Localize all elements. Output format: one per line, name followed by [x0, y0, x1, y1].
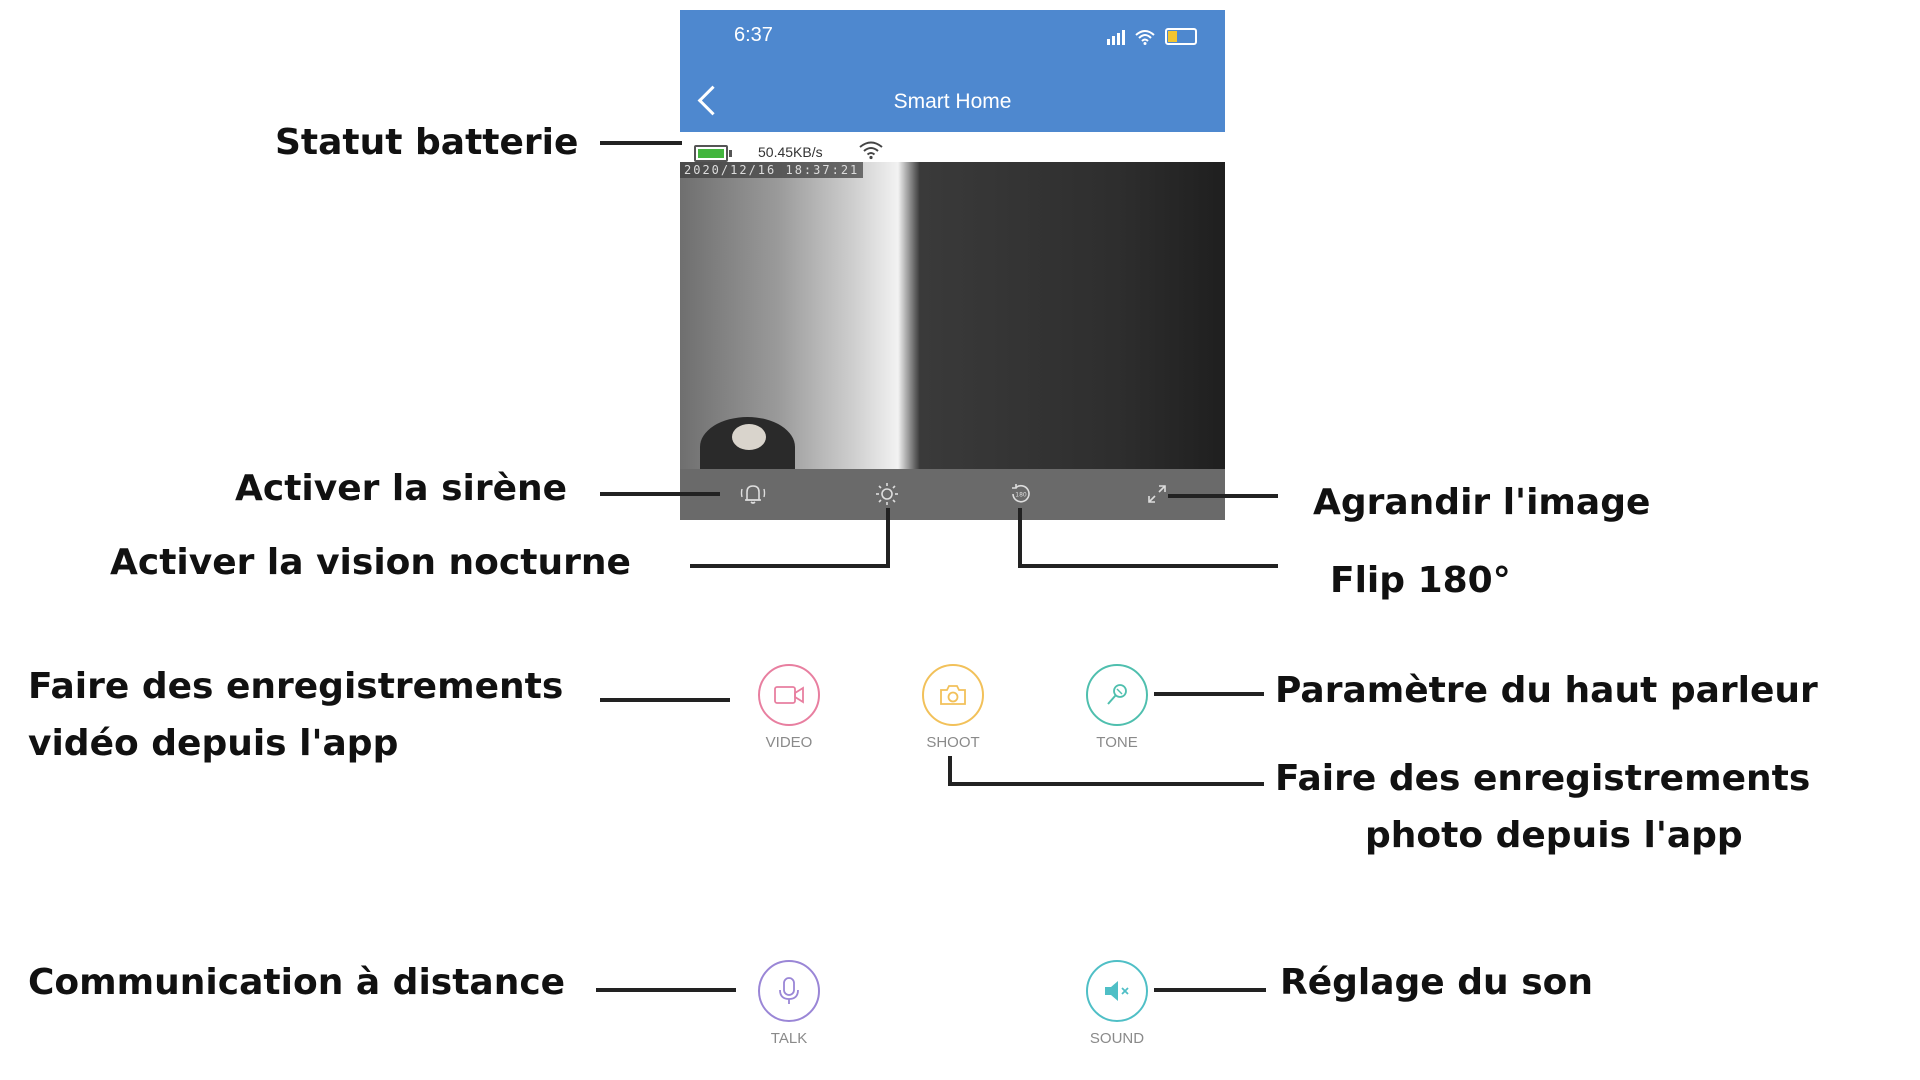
sound-action[interactable]: SOUND — [1086, 960, 1148, 1047]
status-icons — [1107, 28, 1197, 45]
annotation-flip: Flip 180° — [1330, 560, 1511, 601]
live-video-feed[interactable]: 2020/12/16 18:37:21 — [680, 162, 1225, 469]
siren-button[interactable] — [738, 479, 768, 509]
leader-line-tone — [1154, 692, 1264, 696]
wifi-icon — [1135, 29, 1155, 45]
video-button[interactable] — [758, 664, 820, 726]
leader-line-night-vision-v — [886, 508, 890, 568]
sound-label: SOUND — [1089, 1030, 1145, 1047]
microphone-icon — [779, 977, 799, 1004]
leader-line-sound — [1154, 988, 1266, 992]
leader-line-photo-h — [948, 782, 1264, 786]
video-label: VIDEO — [765, 734, 813, 751]
leader-line-night-vision-h — [690, 564, 890, 568]
rotate-icon: 180 — [1012, 484, 1030, 503]
info-bar: 50.45KB/s — [680, 132, 1225, 172]
tone-action[interactable]: TONE — [1086, 664, 1148, 751]
annotation-night-vision: Activer la vision nocturne — [110, 542, 631, 583]
expand-icon — [1148, 485, 1166, 503]
annotation-remote-talk: Communication à distance — [28, 962, 566, 1003]
status-time: 6:37 — [734, 24, 773, 46]
annotation-video-record-line2: vidéo depuis l'app — [28, 723, 399, 764]
svg-text:180: 180 — [1015, 492, 1027, 499]
sun-icon — [876, 483, 898, 505]
nav-bar: Smart Home — [680, 70, 1225, 132]
annotation-sound-setting: Réglage du son — [1280, 962, 1593, 1003]
camera-battery-icon — [694, 145, 732, 162]
leader-line-talk — [596, 988, 736, 992]
leader-line-video — [600, 698, 730, 702]
bell-icon — [740, 485, 766, 504]
annotation-photo-record-line2: photo depuis l'app — [1365, 815, 1743, 856]
network-speed: 50.45KB/s — [758, 144, 823, 160]
object-highlight — [732, 424, 766, 450]
video-action[interactable]: VIDEO — [758, 664, 820, 751]
video-control-bar: 180 — [680, 469, 1225, 520]
video-camera-icon — [774, 686, 804, 704]
shoot-action[interactable]: SHOOT — [922, 664, 984, 751]
leader-line-flip-h — [1018, 564, 1278, 568]
tone-label: TONE — [1096, 734, 1138, 751]
leader-line-flip-v — [1018, 508, 1022, 568]
sound-button[interactable] — [1086, 960, 1148, 1022]
video-timestamp: 2020/12/16 18:37:21 — [680, 162, 864, 178]
signal-icon — [1107, 29, 1125, 45]
night-vision-button[interactable] — [872, 479, 902, 509]
talk-action[interactable]: TALK — [758, 960, 820, 1047]
talk-button[interactable] — [758, 960, 820, 1022]
flip-180-button[interactable]: 180 — [1006, 479, 1036, 509]
annotation-photo-record-line1: Faire des enregistrements — [1275, 758, 1811, 799]
annotation-siren: Activer la sirène — [235, 468, 568, 509]
shoot-label: SHOOT — [926, 734, 980, 751]
annotation-speaker-settings: Paramètre du haut parleur — [1275, 670, 1818, 711]
phone-battery-icon — [1165, 28, 1197, 45]
annotation-video-record-line1: Faire des enregistrements — [28, 666, 564, 707]
annotation-battery-status: Statut batterie — [275, 122, 579, 163]
fullscreen-button[interactable] — [1142, 479, 1172, 509]
tone-button[interactable] — [1086, 664, 1148, 726]
shoot-button[interactable] — [922, 664, 984, 726]
leader-line-siren — [600, 492, 720, 496]
nav-title: Smart Home — [893, 90, 1012, 113]
talk-label: TALK — [770, 1030, 808, 1047]
speaker-mute-icon — [1105, 981, 1129, 1001]
status-bar: 6:37 — [680, 10, 1225, 70]
leader-line-battery — [600, 141, 682, 145]
phone-screen: 6:37 Smart Home 50.45KB/s 202 — [680, 10, 1225, 520]
leader-line-enlarge — [1168, 494, 1278, 498]
camera-wifi-icon — [859, 141, 883, 160]
leader-line-photo-v — [948, 756, 952, 786]
camera-icon — [940, 685, 966, 705]
annotation-enlarge: Agrandir l'image — [1313, 482, 1651, 523]
microphone-tone-icon — [1107, 684, 1127, 705]
